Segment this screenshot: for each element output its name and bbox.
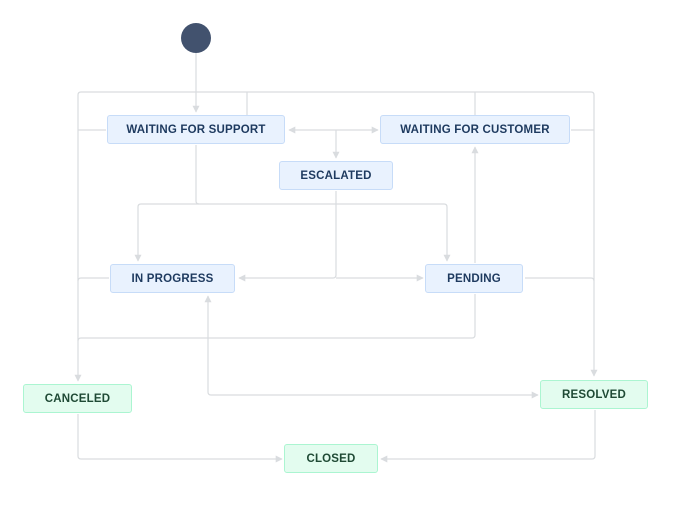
status-closed[interactable]: CLOSED [284, 444, 378, 473]
transition-resolved-to-closed [380, 410, 596, 463]
status-label: RESOLVED [561, 388, 626, 401]
status-resolved[interactable]: RESOLVED [540, 380, 648, 409]
status-escalated[interactable]: ESCALATED [279, 161, 393, 190]
transition-pending-to-resolved [525, 277, 595, 282]
transition-escalated-down [238, 191, 337, 282]
transition-canceled-to-closed [77, 414, 283, 463]
start-node[interactable] [181, 23, 211, 53]
transition-support-to-in-progress [134, 203, 199, 262]
status-label: WAITING FOR CUSTOMER [400, 123, 550, 136]
status-label: PENDING [447, 272, 501, 285]
status-waiting-for-customer[interactable]: WAITING FOR CUSTOMER [380, 115, 570, 144]
status-label: IN PROGRESS [131, 272, 214, 285]
status-label: WAITING FOR SUPPORT [126, 123, 266, 136]
status-pending[interactable]: PENDING [425, 264, 523, 293]
transition-in-progress-to-canceled [77, 277, 109, 282]
status-waiting-for-support[interactable]: WAITING FOR SUPPORT [107, 115, 285, 144]
status-label: CANCELED [44, 392, 111, 405]
transition-support-down [195, 145, 451, 262]
transition-pending-loop [77, 294, 476, 342]
status-label: CLOSED [306, 452, 356, 465]
transition-in-progress-resolved [204, 295, 539, 399]
status-in-progress[interactable]: IN PROGRESS [110, 264, 235, 293]
transition-outer-loop [77, 91, 598, 377]
status-canceled[interactable]: CANCELED [23, 384, 132, 413]
status-label: ESCALATED [300, 169, 372, 182]
